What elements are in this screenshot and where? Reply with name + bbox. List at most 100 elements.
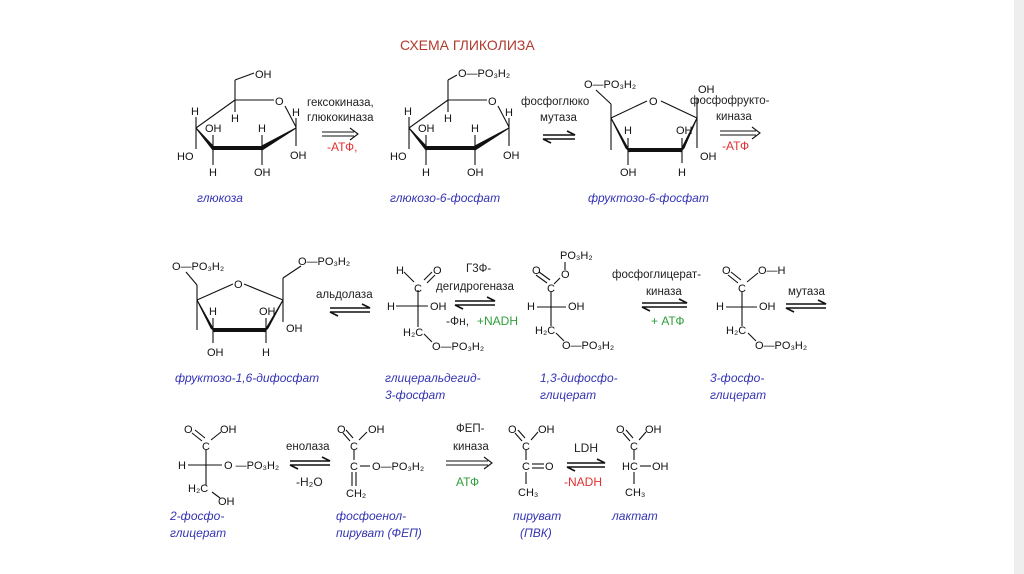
enzyme-label: киназа [453,441,489,453]
equilibrium-arrow [329,303,371,317]
atom-label: H [209,306,217,318]
slide-edge [1014,0,1024,574]
3-phosphoglycerate-structure: O O—H C H OH H₂C O—PO₃H₂ 3-фосфо- глицер… [710,265,807,402]
atom-label: C [630,441,638,453]
atom-label: H [624,125,632,137]
atom-label: O —PO₃H₂ [224,460,279,472]
enzyme-label: дегидрогеназа [436,281,514,293]
atom-label: OH [218,496,235,508]
enzyme-label: глюкокиназа [307,112,374,124]
reaction-phosphoglycerate-kinase: фосфоглицерат- киназа + АТФ [612,269,701,328]
enzyme-label: Г3Ф- [466,263,491,275]
atom-label: H [191,106,199,118]
reaction-g3p-dehydrogenase: Г3Ф- дегидрогеназа -Фн, +NADH [436,263,518,328]
glucose-6-phosphate-structure: O—PO₃H₂ O H HO H OH H H OH H OH глюкозо-… [390,68,520,205]
atom-label: C [547,283,555,295]
reaction-enolase: енолаза -H₂O [286,441,331,489]
atom-label: OH [467,167,484,179]
atom-label: H₂C [726,325,746,337]
pyruvate-structure: O OH C C O CH₃ пируват (ПВК) [508,424,561,540]
atom-label: O [488,96,497,108]
atom-label: CH₂ [346,488,366,500]
molecule-name: глицерат [710,388,766,402]
cofactor-label: -АТФ, [327,140,357,154]
molecule-name: глюкоза [197,191,243,205]
arrow-shape [454,296,496,310]
atom-label: H [716,301,724,313]
atom-label: OH [645,424,662,436]
atom-label: OH [207,347,224,359]
arrow-shape [289,456,331,470]
arrow-shape [329,303,371,317]
enzyme-label: фосфофрукто- [690,95,770,107]
equilibrium-arrow [289,456,331,470]
reaction-mutase: мутаза [785,286,827,313]
atom-label: H [262,347,270,359]
arrow-shape [566,458,606,472]
arrow-shape [785,299,827,313]
2-phosphoglycerate-structure: O OH C H O —PO₃H₂ H₂C OH 2-фосфо- глицер… [169,424,279,540]
arrow-shape [322,127,359,141]
atom-label: OH [255,69,272,81]
enzyme-label: киназа [646,286,682,298]
arrow-shape [641,298,688,312]
forward-arrow [446,456,493,470]
atom-label: C [414,283,422,295]
atom-label: H [209,167,217,179]
molecule-name: фруктозо-6-фосфат [588,191,709,205]
atom-label: H [471,123,479,135]
atom-label: OH [220,424,237,436]
atom-label: O [722,265,731,277]
reaction-phosphoglucomutase: фосфоглюко мутаза [521,96,589,144]
atom-label: O [532,265,541,277]
1-3-bisphosphoglycerate-structure: PO₃H₂ O O C H OH H₂C O—PO₃H₂ 1,3-дифосфо… [527,250,618,402]
reaction-ldh: LDH -NADH [564,441,606,489]
molecule-name: 3-фосфо- [710,371,764,385]
atom-label: H [292,107,300,119]
cofactor-label: + АТФ [651,314,684,328]
atom-label: OH [700,151,717,163]
atom-label: OH [698,84,715,96]
atom-label: OH [286,323,303,335]
molecule-name: глицерат [540,388,596,402]
atom-label: O—PO₃H₂ [584,79,636,91]
atom-label: H₂C [535,325,555,337]
atom-label: OH [290,150,307,162]
atom-label: OH [759,301,776,313]
atom-label: CH₃ [625,487,645,499]
atom-label: OH [254,167,271,179]
atom-label: C [202,441,210,453]
atom-label: HC [622,461,638,473]
atom-label: O—PO₃H₂ [172,261,224,273]
atom-label: C [350,461,358,473]
phosphoenolpyruvate-structure: O OH C C O—PO₃H₂ CH₂ фосфоенол- пируват … [336,424,424,540]
atom-label: O [545,461,554,473]
enzyme-label: киназа [716,111,752,123]
cofactor-label: -Фн, [446,314,469,328]
equilibrium-arrow [454,296,496,310]
molecule-name: глицерат [170,526,226,540]
atom-label: H [422,167,430,179]
atom-label: C [522,461,530,473]
molecule-name: 3-фосфат [385,388,445,402]
glucose-structure: OH O H HO H OH H H OH H OH глюкоза [177,69,307,205]
atom-label: O [508,424,517,436]
atom-label: OH [620,167,637,179]
enzyme-label: альдолаза [316,289,373,301]
atom-label: HO [177,151,194,163]
atom-label: O [275,96,284,108]
arrow-shape [720,126,761,140]
atom-label: H [505,107,513,119]
atom-label: OH [538,424,555,436]
atom-label: H₂C [403,327,423,339]
atom-label: C [350,441,358,453]
atom-label: H [678,167,686,179]
molecule-name: 1,3-дифосфо- [540,371,618,385]
atom-label: H₂C [188,483,208,495]
atom-label: H [527,301,535,313]
molecule-name: глицеральдегид- [385,371,481,385]
atom-label: O—PO₃H₂ [562,340,614,352]
enzyme-label: LDH [574,441,598,455]
molecule-name: (ПВК) [520,526,552,540]
